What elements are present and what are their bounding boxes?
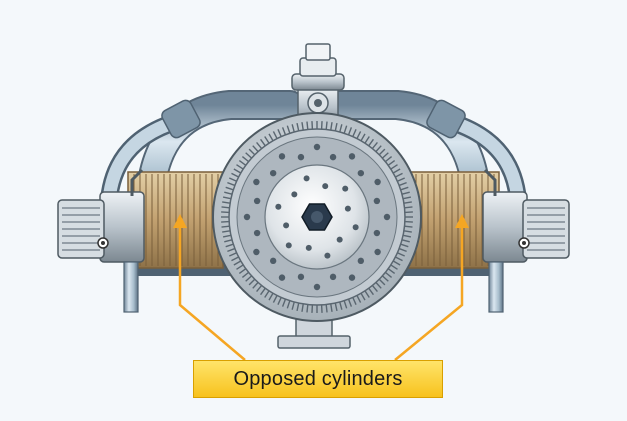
arrow-heads [173,214,469,228]
left-cylinder-head [57,168,145,313]
callout-label: Opposed cylinders [233,367,403,390]
right-cylinder-head [482,168,570,313]
callout-label-box: Opposed cylinders [193,360,443,398]
flywheel [221,121,413,313]
callout-arrows [178,222,464,361]
